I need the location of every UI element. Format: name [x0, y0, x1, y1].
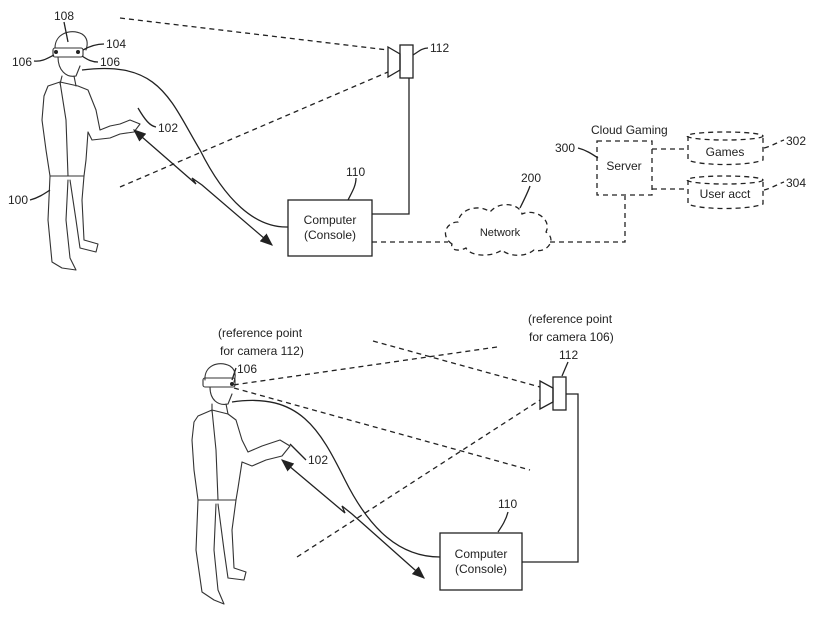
user-figure-top — [41, 31, 141, 271]
label-106-left: 106 — [12, 55, 32, 69]
label-110-bottom: 110 — [498, 497, 517, 511]
server-label: Server — [606, 159, 641, 173]
top-figure: 108 104 106 106 102 100 112 Computer (Co… — [8, 9, 806, 271]
camera-106-right-icon — [76, 50, 80, 54]
camera-112-view-line-upper — [372, 340, 541, 388]
wireless-link-arrow — [133, 129, 273, 246]
camera-view-line-upper — [119, 17, 389, 51]
hmd-cable-bottom — [231, 399, 441, 558]
wireless-link-arrow-bottom — [281, 459, 425, 579]
ref-left-line2: for camera 112) — [220, 344, 304, 358]
user-acct-label: User acct — [700, 187, 751, 201]
hmd-cable — [81, 67, 289, 228]
label-100: 100 — [8, 193, 28, 207]
games-label: Games — [706, 145, 745, 159]
label-302: 302 — [786, 134, 806, 148]
leader-200 — [519, 185, 531, 209]
network-cloud[interactable]: Network — [444, 204, 552, 256]
label-110: 110 — [346, 165, 365, 179]
user-acct-database[interactable]: User acct — [686, 175, 764, 210]
leader-110-bottom — [497, 511, 509, 533]
leader-102 — [137, 107, 157, 128]
computer-bottom-line2: (Console) — [455, 562, 507, 576]
leader-112-bottom — [561, 361, 569, 377]
computer-label-line2: (Console) — [304, 228, 356, 242]
camera-cable — [372, 78, 410, 215]
leader-108 — [63, 21, 69, 43]
leader-300 — [577, 147, 599, 159]
leader-106-right — [81, 55, 99, 63]
label-200: 200 — [521, 171, 541, 185]
leader-304 — [763, 181, 785, 191]
camera-cable-bottom — [522, 393, 579, 563]
label-104: 104 — [106, 37, 126, 51]
computer-bottom-line1: Computer — [455, 547, 508, 561]
ref-right-line2: for camera 106) — [529, 330, 614, 344]
games-database[interactable]: Games — [686, 131, 764, 166]
leader-106-left — [33, 54, 55, 62]
cloud-gaming-server-box[interactable]: Server — [596, 140, 653, 196]
ref-right-line1: (reference point — [528, 312, 613, 326]
label-112: 112 — [430, 41, 449, 55]
network-server-link — [550, 196, 626, 243]
label-112-bottom: 112 — [559, 348, 578, 362]
camera-106-view-line-lower — [233, 387, 531, 471]
leader-110 — [347, 177, 357, 201]
camera-112-bottom-icon — [539, 376, 567, 411]
computer-label-line1: Computer — [304, 213, 357, 227]
server-title: Cloud Gaming — [591, 123, 668, 137]
label-106-right: 106 — [100, 55, 120, 69]
leader-104 — [82, 43, 105, 51]
label-108: 108 — [54, 9, 74, 23]
ref-left-line1: (reference point — [218, 326, 303, 340]
leader-100 — [29, 189, 51, 201]
leader-112 — [412, 47, 429, 56]
label-106-bottom: 106 — [237, 362, 257, 376]
camera-106-hmd-icon — [230, 382, 234, 386]
camera-106-left-icon — [54, 50, 58, 54]
computer-console-box[interactable]: Computer (Console) — [287, 199, 373, 257]
label-102-bottom: 102 — [308, 453, 328, 467]
network-label: Network — [480, 227, 521, 239]
bottom-figure: (reference point for camera 112) (refere… — [191, 312, 614, 605]
camera-112-icon — [387, 44, 414, 79]
computer-console-box-bottom[interactable]: Computer (Console) — [439, 532, 523, 591]
leader-102-bottom — [289, 443, 307, 461]
leader-302 — [763, 139, 785, 149]
label-304: 304 — [786, 176, 806, 190]
user-figure-bottom — [191, 363, 291, 605]
label-300: 300 — [555, 141, 575, 155]
label-102: 102 — [158, 121, 178, 135]
